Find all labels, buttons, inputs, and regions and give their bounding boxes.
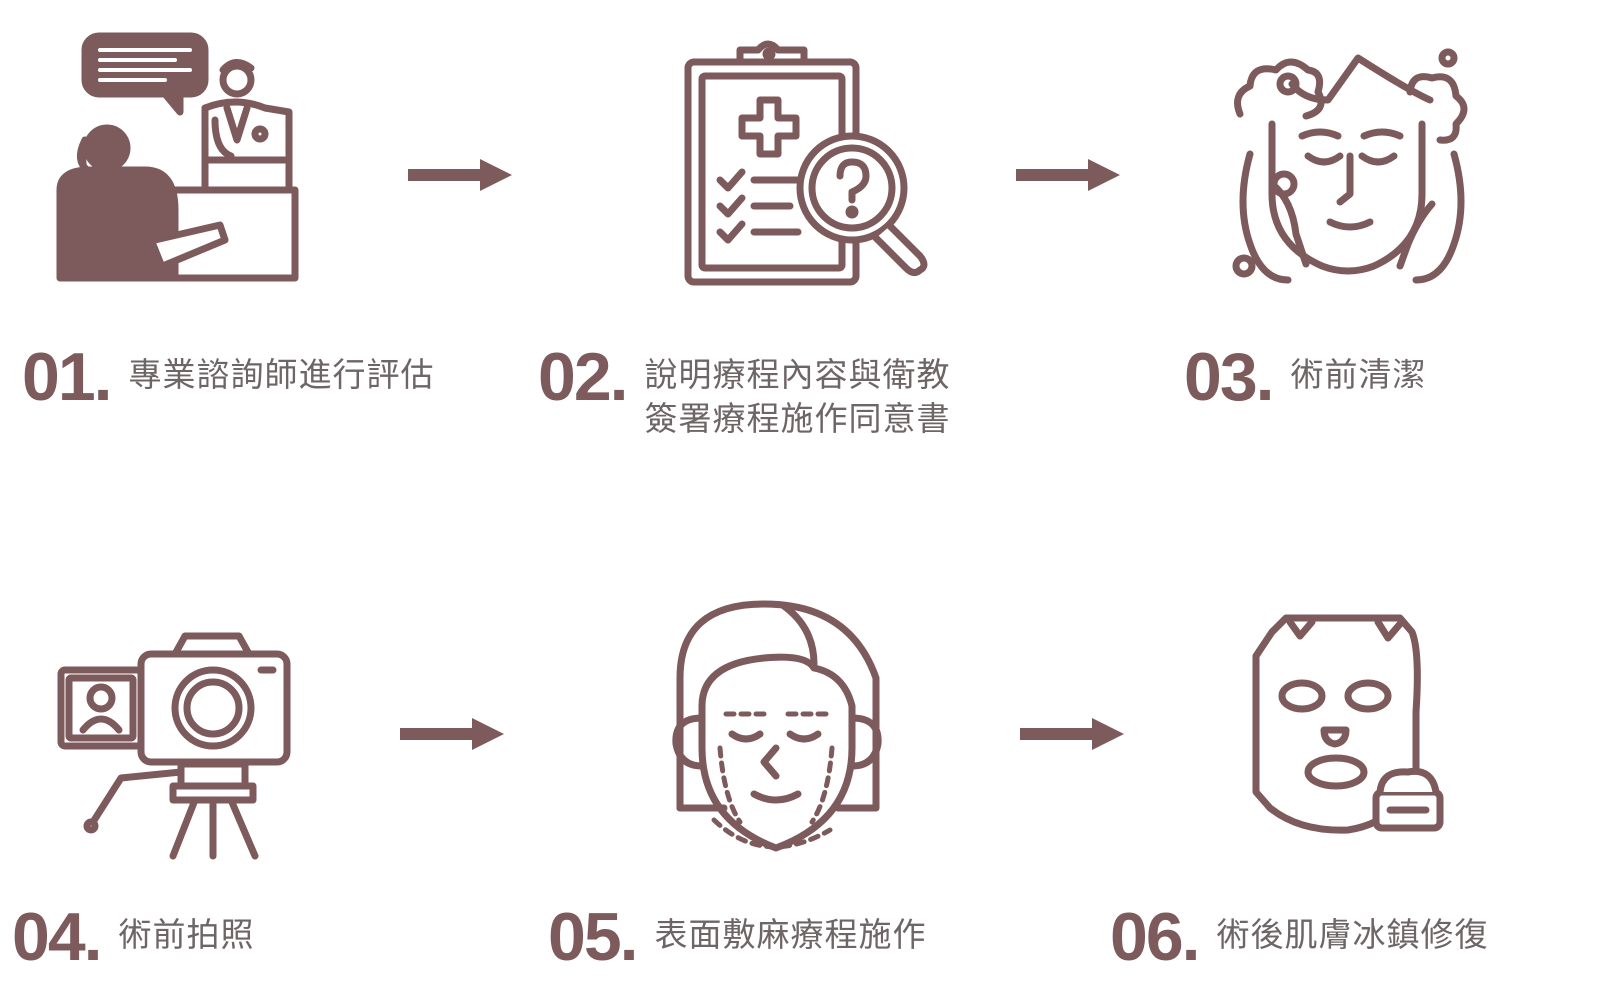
step-number: 01.	[22, 339, 113, 415]
step-description: 術後肌膚冰鎮修復	[1217, 913, 1489, 957]
face-mask-icon	[1250, 612, 1450, 842]
step-description: 說明療程內容與衛教 簽署療程施作同意書	[645, 353, 951, 441]
step-number: 03.	[1184, 339, 1275, 415]
arrow-right-icon	[400, 714, 508, 758]
step-1: 01. 專業諮詢師進行評估	[22, 343, 435, 411]
step-6: 06. 術後肌膚冰鎮修復	[1110, 903, 1489, 971]
step-number: 05.	[548, 899, 639, 975]
step-description: 專業諮詢師進行評估	[129, 353, 435, 397]
step-description-line: 專業諮詢師進行評估	[128, 355, 435, 394]
arrow-right-icon	[1020, 714, 1128, 758]
clipboard-magnifier-icon	[680, 38, 940, 288]
face-mapping-icon	[664, 598, 894, 868]
step-description-line: 術前清潔	[1290, 355, 1427, 394]
step-number: 04.	[12, 899, 103, 975]
step-description: 術前清潔	[1291, 353, 1427, 397]
step-description-line: 術前拍照	[118, 915, 255, 954]
step-number: 02.	[538, 339, 629, 415]
step-3: 03. 術前清潔	[1184, 343, 1427, 411]
consultation-icon	[55, 30, 305, 285]
step-number: 06.	[1110, 899, 1201, 975]
step-description: 表面敷麻療程施作	[655, 913, 927, 957]
camera-tripod-icon	[55, 630, 295, 865]
step-description: 術前拍照	[119, 913, 255, 957]
step-description-line: 表面敷麻療程施作	[654, 915, 927, 954]
arrow-right-icon	[1016, 155, 1124, 199]
step-description-line: 術後肌膚冰鎮修復	[1216, 915, 1489, 954]
arrow-right-icon	[408, 155, 516, 199]
step-4: 04. 術前拍照	[12, 903, 255, 971]
face-washing-icon	[1232, 44, 1472, 294]
step-description-line: 說明療程內容與衛教	[644, 355, 951, 394]
step-2: 02. 說明療程內容與衛教 簽署療程施作同意書	[538, 343, 951, 441]
step-5: 05. 表面敷麻療程施作	[548, 903, 927, 971]
step-description-line: 簽署療程施作同意書	[644, 399, 951, 438]
